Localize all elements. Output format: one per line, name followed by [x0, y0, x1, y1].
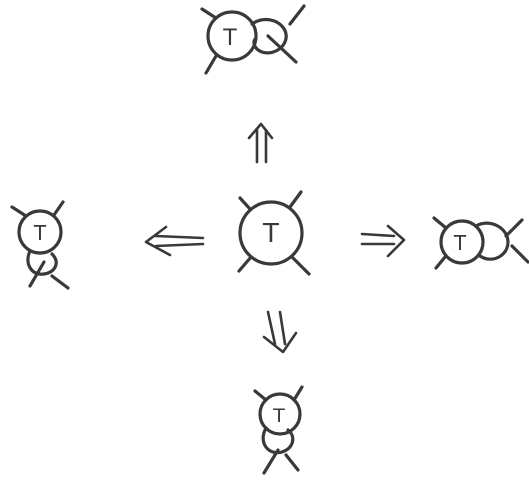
arrow-right-shaft-upper: [360, 232, 396, 238]
right-loop: [474, 221, 510, 261]
center-circle: [238, 200, 304, 266]
center-leg-bottom-left: [237, 255, 253, 273]
right-leg-bottom-left: [434, 255, 447, 270]
left-leg-top-right: [52, 200, 65, 217]
left-strand-bottom-right: [50, 274, 70, 290]
right-strand-upper: [504, 218, 524, 238]
bottom-label: T: [272, 405, 285, 427]
center-node: T: [237, 190, 311, 276]
arrow-down-shaft-left: [266, 310, 277, 346]
center-label: T: [262, 219, 279, 249]
arrow-left-shaft-lower: [154, 242, 205, 248]
top-leg-top-left: [200, 7, 218, 20]
arrow-left-shaft-upper: [154, 234, 205, 240]
left-node: T: [10, 200, 70, 290]
bottom-leg-top-right: [292, 385, 304, 402]
arrow-left-head: [144, 225, 172, 257]
left-loop: [26, 249, 58, 276]
top-circle: [206, 10, 258, 62]
left-circle: [17, 209, 63, 255]
bottom-circle: [258, 392, 302, 436]
left-leg-top-left: [10, 205, 28, 218]
arrow-to-left: [144, 225, 205, 257]
right-leg-top-left: [432, 216, 448, 230]
bottom-strand-left: [262, 448, 280, 475]
left-strand-bottom-left: [28, 260, 46, 288]
top-strand-right-lower: [266, 34, 298, 64]
arrow-to-bottom: [262, 310, 298, 354]
top-strand-right-upper: [288, 4, 306, 26]
arrow-to-right: [360, 224, 406, 258]
right-label: T: [453, 231, 467, 255]
center-leg-top-right: [288, 190, 303, 209]
bottom-strand-right: [284, 453, 300, 472]
left-label: T: [33, 221, 47, 245]
top-label: T: [222, 26, 237, 51]
arrow-down-head: [262, 331, 298, 354]
bottom-node: T: [253, 385, 304, 475]
right-circle: [439, 219, 485, 265]
bottom-loop: [261, 426, 295, 455]
right-node: T: [432, 216, 529, 270]
top-loop: [250, 18, 288, 55]
bottom-leg-top-left: [253, 389, 268, 402]
center-leg-bottom-right: [290, 255, 311, 276]
arrow-up-head: [247, 122, 274, 140]
arrow-down-shaft-right: [278, 310, 287, 346]
top-leg-bottom-left: [204, 54, 218, 75]
arrow-to-top: [247, 122, 274, 164]
center-leg-top-left: [238, 196, 252, 211]
top-node: T: [200, 4, 306, 75]
right-strand-lower: [510, 244, 529, 264]
arrow-right-head: [386, 224, 406, 258]
